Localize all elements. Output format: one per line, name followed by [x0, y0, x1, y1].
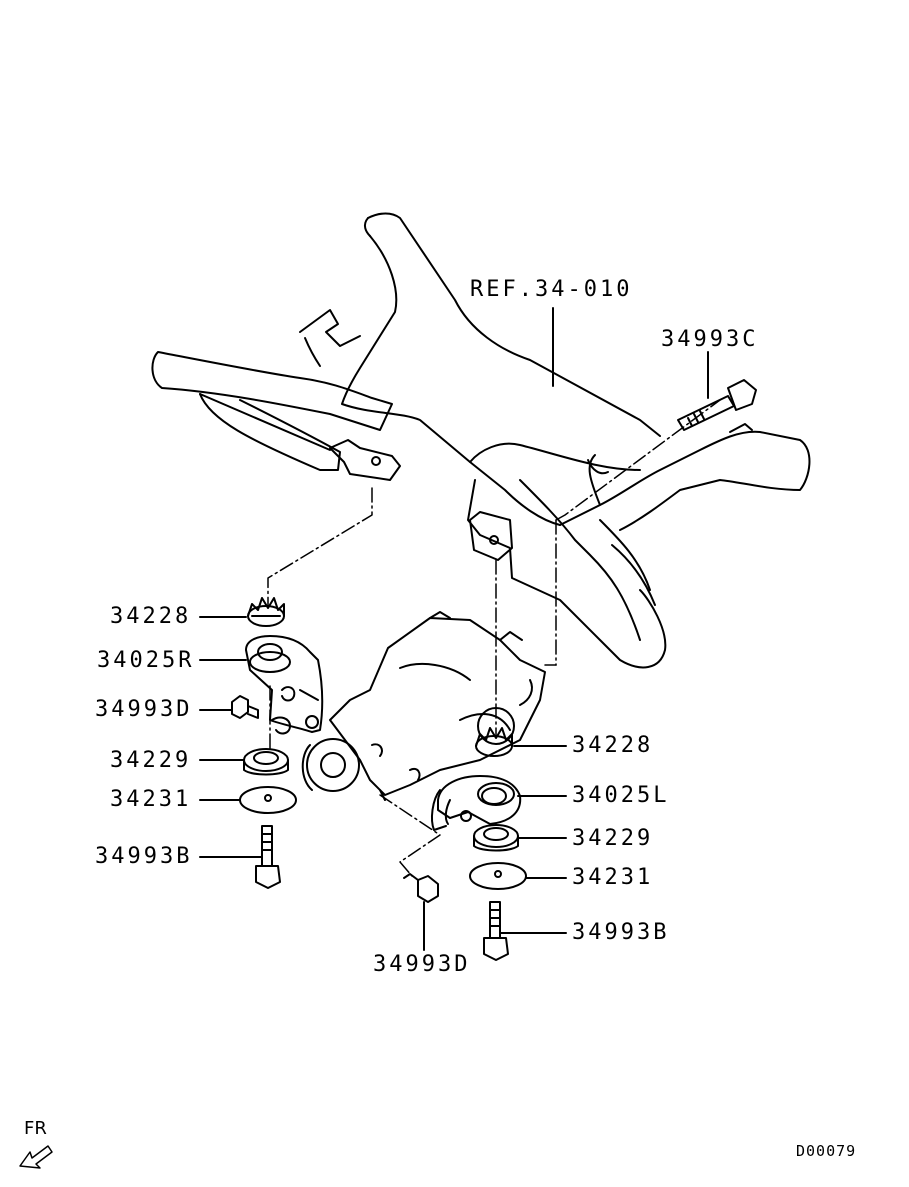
label-34993B-right: 34993B: [572, 920, 670, 945]
bolt-34993D-left: [231, 695, 259, 719]
bolt-34993C: [677, 379, 757, 431]
label-34993D-left: 34993D: [95, 697, 193, 722]
label-34025R: 34025R: [97, 648, 195, 673]
front-direction-arrow-icon: [19, 1145, 53, 1169]
centerlines: [267, 399, 721, 877]
front-direction-label: FR: [24, 1118, 47, 1139]
bracket-34025R: [245, 635, 324, 735]
label-34993C: 34993C: [661, 327, 759, 352]
label-34993B-left: 34993B: [95, 844, 193, 869]
label-ref: REF.34-010: [470, 277, 633, 302]
stopper-34229-right: [473, 824, 519, 852]
label-34228-left: 34228: [110, 604, 192, 629]
bolt-34993B-right: [483, 901, 509, 961]
washer-34231-right: [469, 862, 527, 890]
label-34025L: 34025L: [572, 783, 670, 808]
stopper-34229-left: [243, 748, 289, 776]
crossmember-frame: [151, 212, 811, 669]
bushing-34228-left: [247, 597, 285, 627]
label-34231-left: 34231: [110, 787, 192, 812]
label-34993D-bottom: 34993D: [373, 952, 471, 977]
leader-lines: [199, 351, 709, 951]
bushing-34228-right: [475, 727, 513, 757]
label-34229-left: 34229: [110, 748, 192, 773]
bracket-34025L: [431, 775, 522, 831]
differential-housing: [301, 611, 546, 801]
washer-34231-left: [239, 786, 297, 814]
label-34228-right: 34228: [572, 733, 654, 758]
drawing-code: D00079: [796, 1142, 857, 1160]
label-34229-right: 34229: [572, 826, 654, 851]
label-34231-right: 34231: [572, 865, 654, 890]
bolt-34993D-bottom: [403, 873, 439, 903]
bolt-34993B-left: [255, 825, 281, 889]
